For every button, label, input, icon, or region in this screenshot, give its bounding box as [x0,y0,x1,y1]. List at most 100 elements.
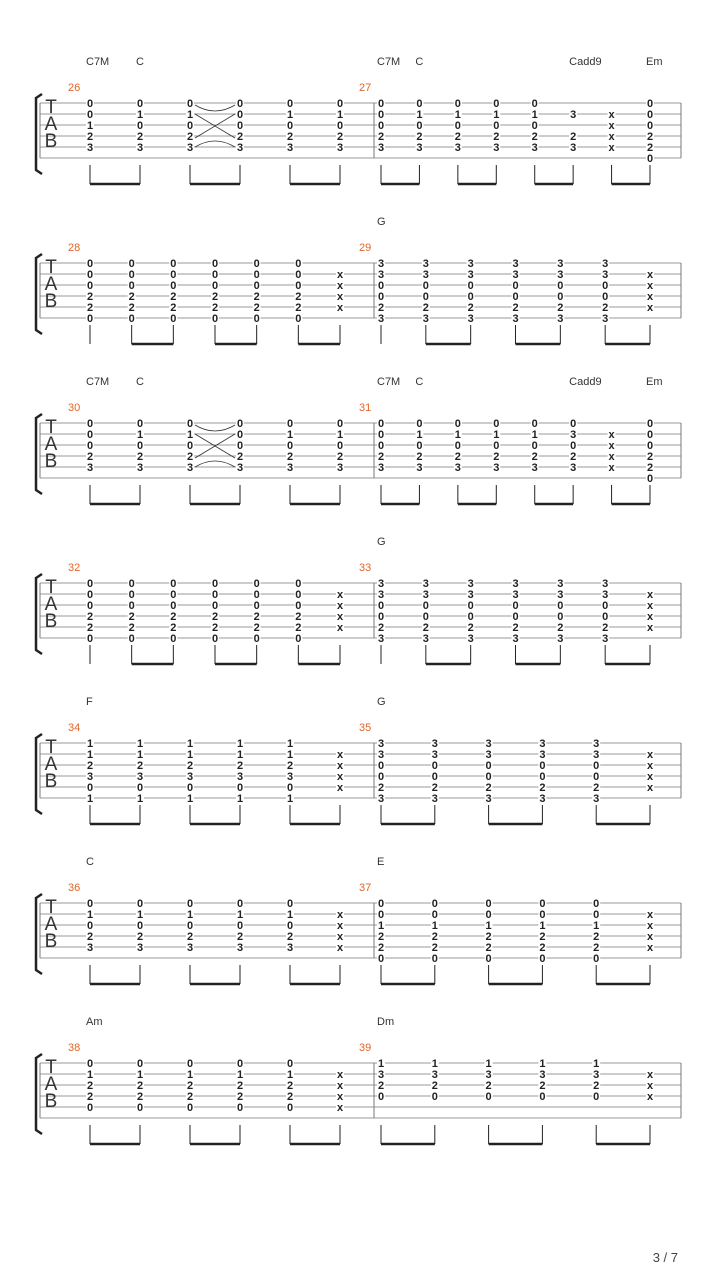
fret-number: 3 [512,589,518,601]
fret-number: x [647,749,654,761]
fret-backing [336,1102,344,1112]
fret-number: 0 [254,313,260,325]
fret-number: 0 [647,153,653,165]
fret-backing [336,131,344,141]
fret-number: 2 [254,291,260,303]
fret-backing [484,1058,493,1068]
fret-backing [377,1069,385,1079]
fret-number: 0 [593,771,599,783]
fret-number: 1 [593,920,599,932]
fret-number: 3 [378,578,384,590]
tab-system: TAB38Am0122001220012200122001220xxxx39Dm… [34,1016,682,1146]
fret-backing [430,942,439,952]
fret-number: 0 [378,953,384,965]
fret-backing [538,953,547,963]
fret-backing [646,269,654,279]
fret-backing [607,142,616,152]
fret-backing [430,1058,439,1068]
fret-number: 2 [602,622,608,634]
fret-backing [377,931,385,941]
fret-backing [86,440,94,450]
fret-backing [336,589,344,599]
fret-backing [646,782,654,792]
fret-number: 0 [254,280,260,292]
chord-name: Cadd9 [569,56,601,68]
fret-number: 0 [512,280,518,292]
fret-backing [336,429,344,439]
fret-number: 0 [647,120,653,132]
fret-number: x [337,611,344,623]
fret-backing [377,1080,385,1090]
fret-backing [336,909,344,919]
fret-backing [607,120,616,130]
fret-backing [286,142,294,152]
fret-backing [511,622,520,632]
fret-backing [336,462,344,472]
fret-backing [377,302,385,312]
fret-number: 3 [423,589,429,601]
fret-backing [484,1069,493,1079]
fret-number: 1 [432,920,438,932]
fret-number: 2 [187,760,193,772]
fret-number: 0 [486,898,492,910]
fret-backing [421,291,430,301]
fret-backing [592,749,601,759]
fret-backing [169,633,178,643]
fret-number: 3 [557,269,563,281]
fret-number: 0 [539,771,545,783]
fret-backing [236,451,244,461]
fret-number: 0 [129,633,135,645]
fret-backing [136,771,144,781]
fret-backing [294,313,303,323]
fret-number: 0 [295,600,301,612]
fret-backing [556,578,565,588]
fret-backing [592,931,601,941]
fret-backing [377,1091,385,1101]
fret-number: x [647,782,654,794]
fret-backing [430,782,439,792]
fret-backing [252,622,261,632]
tab-clef-letter: B [45,1091,58,1112]
fret-backing [484,749,493,759]
fret-backing [336,291,344,301]
fret-number: 3 [432,749,438,761]
fret-number: 2 [432,782,438,794]
fret-number: 0 [423,611,429,623]
fret-backing [86,258,94,268]
fret-backing [646,440,654,450]
fret-number: 2 [170,291,176,303]
fret-backing [421,578,430,588]
fret-backing [127,313,136,323]
fret-backing [86,418,94,428]
fret-number: 3 [512,313,518,325]
fret-backing [377,313,385,323]
fret-backing [127,269,136,279]
fret-backing [421,600,430,610]
fret-backing [86,771,94,781]
fret-number: x [337,269,344,281]
fret-backing [136,120,144,130]
fret-backing [86,451,94,461]
fret-number: 0 [423,291,429,303]
fret-backing [592,942,601,952]
fret-number: 3 [378,462,384,474]
fret-backing [186,1058,194,1068]
fret-number: 2 [87,622,93,634]
fret-backing [236,760,244,770]
fret-number: 3 [557,258,563,270]
measure-number: 28 [68,242,80,254]
fret-number: 0 [602,280,608,292]
fret-number: 3 [237,771,243,783]
fret-number: 0 [87,1058,93,1070]
fret-backing [286,782,294,792]
fret-number: 0 [254,589,260,601]
fret-backing [286,1091,294,1101]
fret-backing [377,269,385,279]
fret-backing [286,1058,294,1068]
fret-backing [556,313,565,323]
fret-number: 0 [432,953,438,965]
fret-backing [492,451,501,461]
chord-name: Em [646,56,663,68]
fret-backing [286,760,294,770]
